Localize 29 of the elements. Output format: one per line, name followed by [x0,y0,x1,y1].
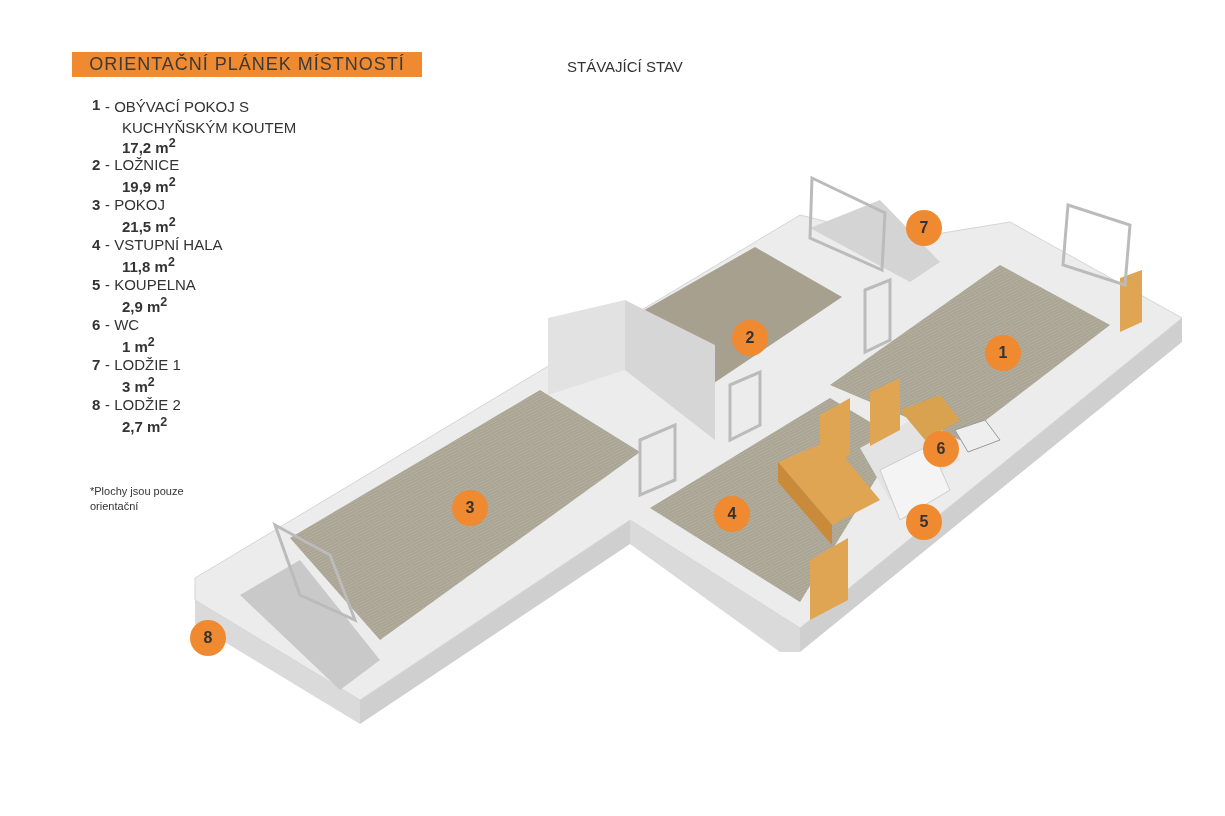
room-name: - OBÝVACÍ POKOJ S KUCHYŇSKÝM KOUTEM [105,97,298,138]
room-number: 5 [92,276,101,293]
room-name: - LOŽNICE [105,156,180,173]
room-name: - WC [105,316,140,333]
room-name: - LODŽIE 2 [105,396,181,413]
room-number: 3 [92,196,101,213]
callout-number: 8 [190,620,226,656]
room-number: 7 [92,356,101,373]
room-area: 2,9 m$^{2}$ [122,295,168,315]
room-number: 8 [92,396,101,413]
title-banner: ORIENTAČNÍ PLÁNEK MÍSTNOSTÍ [72,52,422,77]
room-number: 4 [92,236,101,253]
footnote: *Plochy jsou pouze orientační [90,484,185,514]
room-name: - POKOJ [105,196,165,213]
room-area: 11,8 m$^{2}$ [122,255,175,275]
room-area: 2,7 m$^{2}$ [122,415,168,435]
room-name: - KOUPELNA [105,276,196,293]
status-heading: STÁVAJÍCÍ STAV [567,58,683,75]
room-number: 6 [92,316,101,333]
room-area: 3 m$^{2}$ [122,375,155,395]
room-area: 21,5 m$^{2}$ [122,215,176,235]
room-name: - VSTUPNÍ HALA [105,236,223,253]
callout-number: 7 [906,210,942,246]
room-number: 1 [92,96,101,113]
room-area: 17,2 m$^{2}$ [122,136,176,156]
room-area: 19,9 m$^{2}$ [122,175,176,195]
room-name: - LODŽIE 1 [105,356,181,373]
room-number: 2 [92,156,101,173]
room-area: 1 m$^{2}$ [122,335,155,355]
